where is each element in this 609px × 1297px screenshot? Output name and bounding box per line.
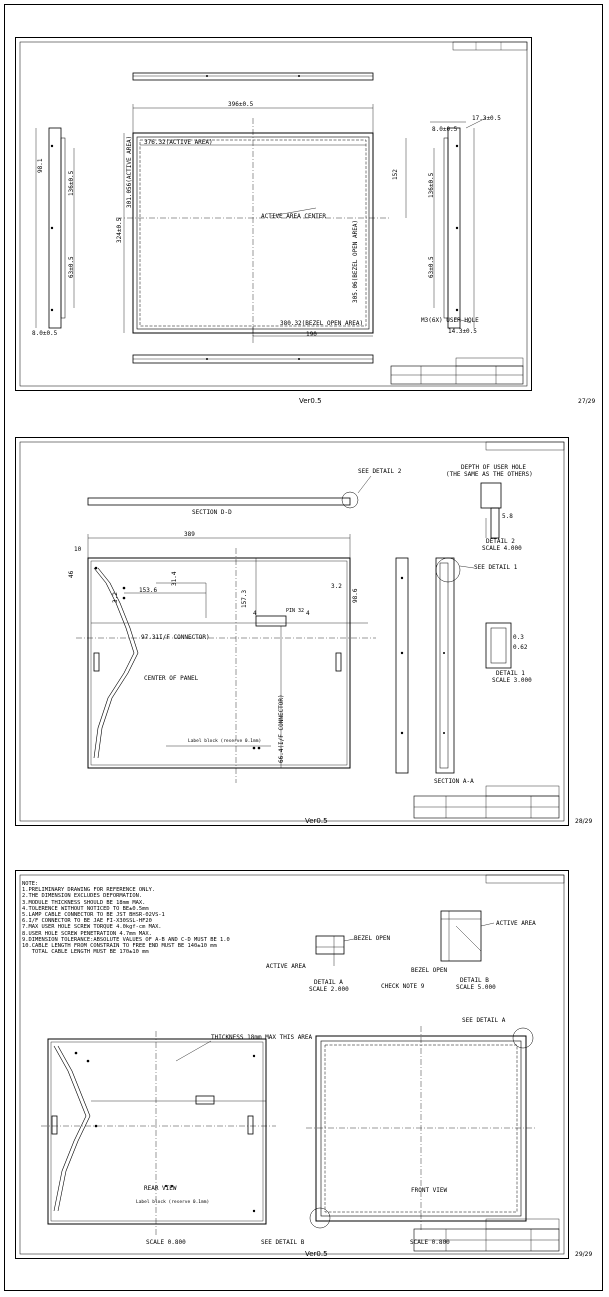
- label-if-connector-vertical: 66.4(I/F CONNECTOR): [278, 694, 285, 763]
- page-frame: [4, 4, 603, 1291]
- label-detail-2: DETAIL 2: [486, 538, 515, 545]
- dim-17-3: 17.3±0.5: [472, 115, 501, 122]
- label-section-aa: SECTION A-A: [434, 778, 474, 785]
- label-scale-detail-b: SCALE 5.000: [456, 984, 496, 991]
- label-bezel-open-area: 380.32(BEZEL OPEN AREA): [280, 320, 364, 327]
- sheet-2-page-number: 28/29: [575, 818, 593, 825]
- label-active-area-detail-b: ACTIVE AREA: [496, 920, 536, 927]
- dim-46: 46: [68, 570, 75, 578]
- dim-right-136: 136±0.5: [428, 172, 435, 198]
- sheet-3-page-number: 29/29: [575, 1251, 593, 1258]
- label-detail-b: DETAIL B: [460, 977, 489, 984]
- label-see-detail-b: SEE DETAIL B: [261, 1239, 305, 1246]
- dim-157-3: 157.3: [241, 589, 248, 608]
- dim-389: 389: [184, 531, 195, 538]
- sheet-1-version: Ver0.5: [299, 397, 322, 405]
- label-bezel-open-detail-b: BEZEL OPEN: [411, 967, 448, 974]
- sheet-2-drawing: [19, 441, 565, 822]
- dim-0-62: 0.62: [513, 644, 528, 651]
- dim-31-4: 31.4: [171, 571, 178, 586]
- label-rear-view: REAR VIEW: [144, 1185, 177, 1192]
- dim-height: 324±0.5: [116, 217, 123, 243]
- label-scale-detail-a: SCALE 2.000: [309, 986, 349, 993]
- dim-3-2: 3.2: [112, 592, 119, 603]
- label-block: Label block (reserve 0.1mm): [188, 739, 262, 744]
- label-block-rear: Label block (reserve 0.1mm): [136, 1200, 210, 1205]
- label-scale-3: SCALE 3.000: [492, 677, 532, 684]
- dim-4b: 4: [306, 610, 310, 617]
- label-see-detail-2: SEE DETAIL 2: [358, 468, 402, 475]
- sheet-1-drawing: [19, 41, 528, 387]
- label-section-dd: SECTION D-D: [192, 509, 232, 516]
- label-scale-rear: SCALE 0.800: [146, 1239, 186, 1246]
- label-detail-1: DETAIL 1: [496, 670, 525, 677]
- label-active-area-center: ACTIVE AREA CENTER: [261, 213, 327, 220]
- dim-right-63: 63±0.5: [428, 256, 435, 278]
- dim-152: 152: [392, 169, 399, 180]
- dim-5-8: 5.8: [502, 513, 513, 520]
- dim-left-98: 98.1: [37, 158, 44, 173]
- dim-overall-width: 396±0.5: [228, 101, 254, 108]
- label-active-area: 376.32(ACTIVE AREA): [144, 139, 213, 146]
- label-front-view: FRONT VIEW: [411, 1187, 448, 1194]
- label-user-hole: M3(6X) USER HOLE: [421, 317, 479, 324]
- label-see-detail-a: SEE DETAIL A: [462, 1017, 506, 1024]
- label-detail-a: DETAIL A: [314, 979, 343, 986]
- label-check-note-9: CHECK NOTE 9: [381, 983, 425, 990]
- dim-98-6: 98.6: [352, 588, 359, 603]
- dim-14-3: 14.3±0.5: [448, 328, 477, 335]
- drawing-sheet-2: SEE DETAIL 2 DEPTH OF USER HOLE (THE SAM…: [15, 437, 569, 826]
- dim-left-136: 136±0.5: [68, 170, 75, 196]
- label-active-area-vertical: 301.056(ACTIVE AREA): [126, 135, 133, 208]
- sheet-2-version: Ver0.5: [305, 817, 328, 825]
- dim-10: 10: [74, 546, 82, 553]
- dim-3-2b: 3.2: [331, 583, 342, 590]
- sheet-3-version: Ver0.5: [305, 1250, 328, 1258]
- label-center-of-panel: CENTER OF PANEL: [144, 675, 199, 682]
- label-bezel-open-detail-a: BEZEL OPEN: [354, 935, 391, 942]
- label-depth-user-hole: DEPTH OF USER HOLE: [461, 464, 527, 471]
- label-scale-4: SCALE 4.000: [482, 545, 522, 552]
- label-depth-user-hole-2: (THE SAME AS THE OTHERS): [446, 471, 533, 478]
- dim-left-63: 63±0.5: [68, 256, 75, 278]
- drawing-sheet-1: 396±0.5 376.32(ACTIVE AREA) 301.056(ACTI…: [15, 37, 532, 391]
- label-pin-32: PIN 32: [286, 608, 305, 614]
- dim-thickness-left: 8.0±0.5: [32, 330, 58, 337]
- label-thickness-area: THICKNESS 18mm MAX THIS AREA: [211, 1034, 313, 1041]
- dim-thickness-right: 8.0±0.5: [432, 126, 458, 133]
- dim-153-6: 153.6: [139, 587, 158, 594]
- label-scale-front: SCALE 0.800: [410, 1239, 450, 1246]
- dim-190: 190: [306, 331, 317, 338]
- sheet-3-drawing: [19, 874, 565, 1255]
- label-if-connector: 97.31I/F CONNECTOR): [141, 634, 210, 641]
- dim-4: 4: [253, 610, 257, 617]
- dim-0-3: 0.3: [513, 634, 524, 641]
- label-see-detail-1: SEE DETAIL 1: [474, 564, 518, 571]
- drawing-notes: NOTE: 1.PRELIMINARY DRAWING FOR REFERENC…: [22, 881, 230, 956]
- sheet-1-page-number: 27/29: [578, 398, 596, 405]
- label-bezel-open-area-vertical: 305.06(BEZEL OPEN AREA): [352, 219, 359, 303]
- drawing-sheet-3: NOTE: 1.PRELIMINARY DRAWING FOR REFERENC…: [15, 870, 569, 1259]
- label-active-area-detail-a: ACTIVE AREA: [266, 963, 306, 970]
